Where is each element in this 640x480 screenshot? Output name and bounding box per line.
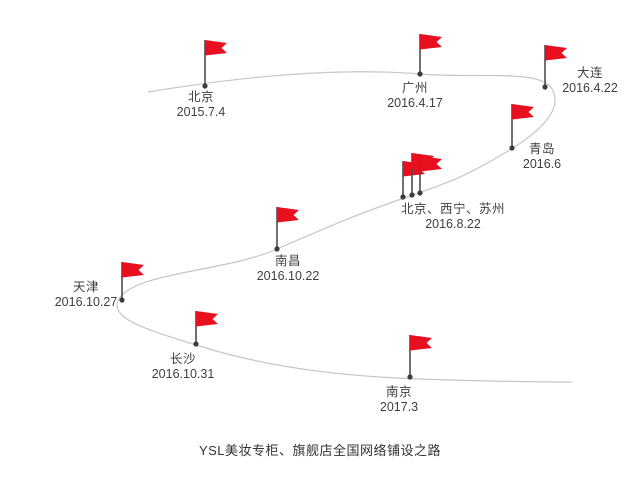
- milestone-dot: [400, 194, 406, 200]
- flag-marker: [542, 45, 567, 90]
- flag-icon: [410, 335, 432, 351]
- milestone-city: 北京: [187, 90, 215, 104]
- milestone-dot: [193, 341, 199, 347]
- milestone-city: 南京: [385, 385, 413, 399]
- flag-marker: [193, 311, 218, 347]
- route-path: [116, 71, 573, 383]
- flag-marker: [202, 40, 227, 89]
- milestone-dot: [509, 145, 515, 151]
- milestone-date: 2015.7.4: [176, 105, 226, 119]
- flag-icon: [512, 104, 534, 120]
- milestone-date: 2016.4.17: [387, 96, 443, 110]
- flag-marker: [407, 335, 432, 380]
- caption: YSL美妆专柜、旗舰店全国网络铺设之路: [198, 443, 442, 458]
- milestone-dot: [542, 84, 548, 90]
- milestone-dot: [417, 190, 423, 196]
- milestone-city: 北京、西宁、苏州: [400, 202, 506, 216]
- milestone-dot: [274, 246, 280, 252]
- flag-icon: [420, 156, 442, 172]
- flag-marker: [417, 156, 442, 196]
- milestone-date: 2016.8.22: [425, 217, 481, 231]
- flag-icon: [196, 311, 218, 327]
- milestone-date: 2017.3: [379, 400, 419, 414]
- flag-marker: [119, 262, 144, 303]
- flag-icon: [545, 45, 567, 61]
- milestone-dot: [417, 71, 423, 77]
- milestone-date: 2016.10.31: [151, 367, 215, 381]
- milestone-city: 南昌: [274, 254, 301, 268]
- milestone-date: 2016.4.22: [562, 81, 618, 95]
- flag-icon: [122, 262, 144, 278]
- milestone-dot: [119, 297, 125, 303]
- flag-icon: [277, 207, 299, 223]
- milestone-city: 天津: [72, 280, 99, 294]
- milestone-dot: [407, 374, 413, 380]
- milestone-city: 长沙: [169, 352, 196, 366]
- milestone-city: 大连: [576, 66, 604, 80]
- milestone-dot: [202, 83, 208, 89]
- milestone-date: 2016.6: [522, 157, 562, 171]
- milestone-date: 2016.10.22: [256, 269, 320, 283]
- milestone-city: 广州: [401, 81, 429, 95]
- flag-icon: [420, 34, 442, 50]
- flag-marker: [509, 104, 534, 151]
- milestone-dot: [409, 192, 415, 198]
- milestone-city: 青岛: [528, 142, 556, 156]
- flag-marker: [274, 207, 299, 252]
- milestone-date: 2016.10.27: [54, 295, 118, 309]
- flag-icon: [205, 40, 227, 56]
- flag-marker: [417, 34, 442, 77]
